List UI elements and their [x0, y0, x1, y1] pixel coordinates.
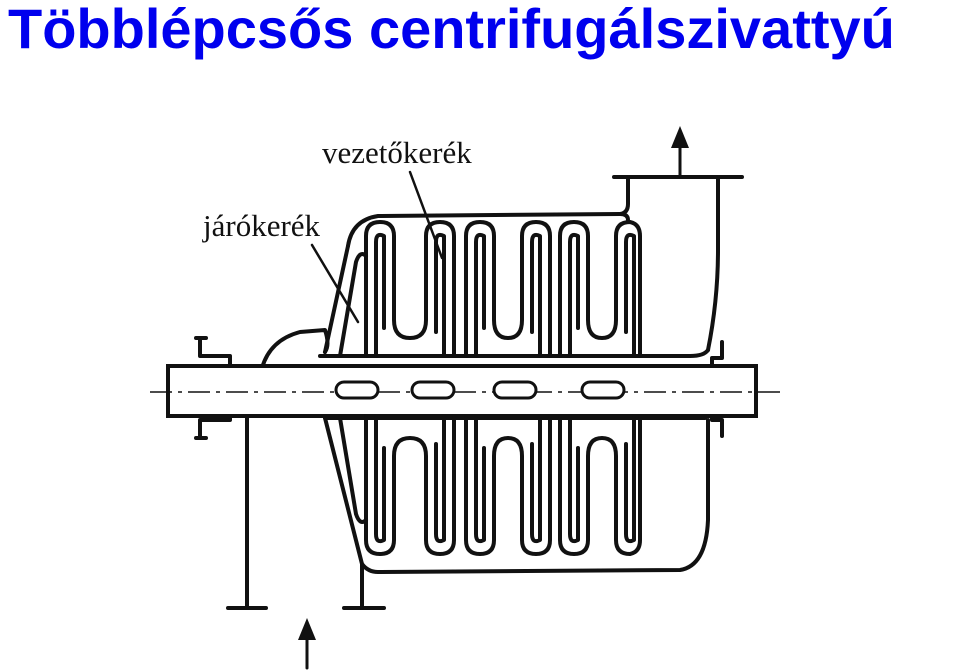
pump-shaft — [150, 364, 780, 418]
shaft-keys — [334, 380, 626, 400]
right-end-flange — [710, 340, 724, 438]
slide-title: Többlépcsős centrifugálszivattyú — [8, 0, 895, 60]
lower-stages — [338, 416, 642, 556]
impeller-label: járókerék — [202, 208, 321, 243]
inlet-arrow — [298, 618, 316, 670]
upper-stages — [338, 220, 642, 358]
impeller-leader-line — [310, 243, 360, 324]
outlet-arrow — [671, 126, 689, 178]
suction-inlet-pipe — [226, 416, 386, 610]
upper-casing — [260, 212, 710, 370]
diffuser-label: vezetőkerék — [322, 135, 472, 170]
left-end-flange — [194, 336, 232, 440]
